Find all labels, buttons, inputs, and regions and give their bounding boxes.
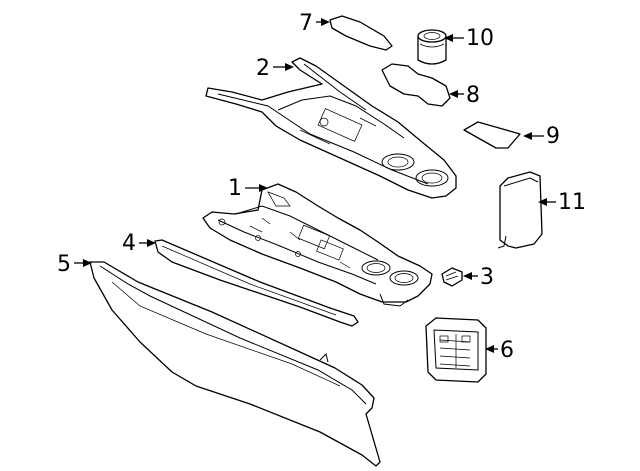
callout-arrowhead: [83, 259, 92, 267]
callout-8: 8: [449, 83, 480, 108]
callout-arrowhead: [321, 18, 330, 26]
callout-7: 7: [299, 11, 330, 36]
cupholder-mat-part-8: [381, 63, 451, 107]
callout-label: 7: [299, 11, 313, 36]
callout-label: 1: [228, 176, 242, 201]
callout-arrowhead: [259, 184, 268, 192]
callout-10: 10: [444, 26, 494, 51]
callout-label: 3: [480, 265, 494, 290]
callout-arrowhead: [523, 132, 532, 140]
callout-label: 4: [122, 231, 136, 256]
cup-tray-part-10: [417, 29, 447, 65]
callout-arrowhead: [538, 198, 547, 206]
callout-arrowhead: [147, 239, 156, 247]
callout-arrowhead: [444, 34, 453, 42]
callout-arrowhead: [463, 272, 472, 280]
callout-11: 11: [538, 190, 586, 215]
side-trim-panel-part-5: [89, 261, 381, 467]
grid-mat-part-9: [463, 121, 521, 149]
callout-9: 9: [523, 124, 560, 149]
callout-5: 5: [57, 252, 92, 277]
callout-label: 5: [57, 252, 71, 277]
callout-label: 6: [500, 338, 514, 363]
clip-part-3: [441, 267, 463, 287]
callout-4: 4: [122, 231, 156, 256]
callout-2: 2: [256, 56, 294, 81]
callout-arrowhead: [285, 63, 294, 71]
callout-label: 10: [466, 26, 494, 51]
callout-3: 3: [463, 265, 494, 290]
rear-vent-part-6: [425, 317, 487, 383]
callout-arrowhead: [449, 90, 458, 98]
callout-label: 9: [546, 124, 560, 149]
callout-label: 2: [256, 56, 270, 81]
callout-label: 8: [466, 83, 480, 108]
top-trim-cover-part-2: [205, 57, 457, 199]
mesh-mat-part-7: [329, 15, 393, 51]
rear-lid-part-11: [497, 171, 543, 249]
callout-6: 6: [485, 338, 514, 363]
callout-1: 1: [228, 176, 268, 201]
callout-label: 11: [558, 190, 586, 215]
callout-arrowhead: [485, 345, 494, 353]
side-trim-strip-part-4: [154, 239, 359, 327]
console-carrier-part-1: [202, 183, 433, 307]
